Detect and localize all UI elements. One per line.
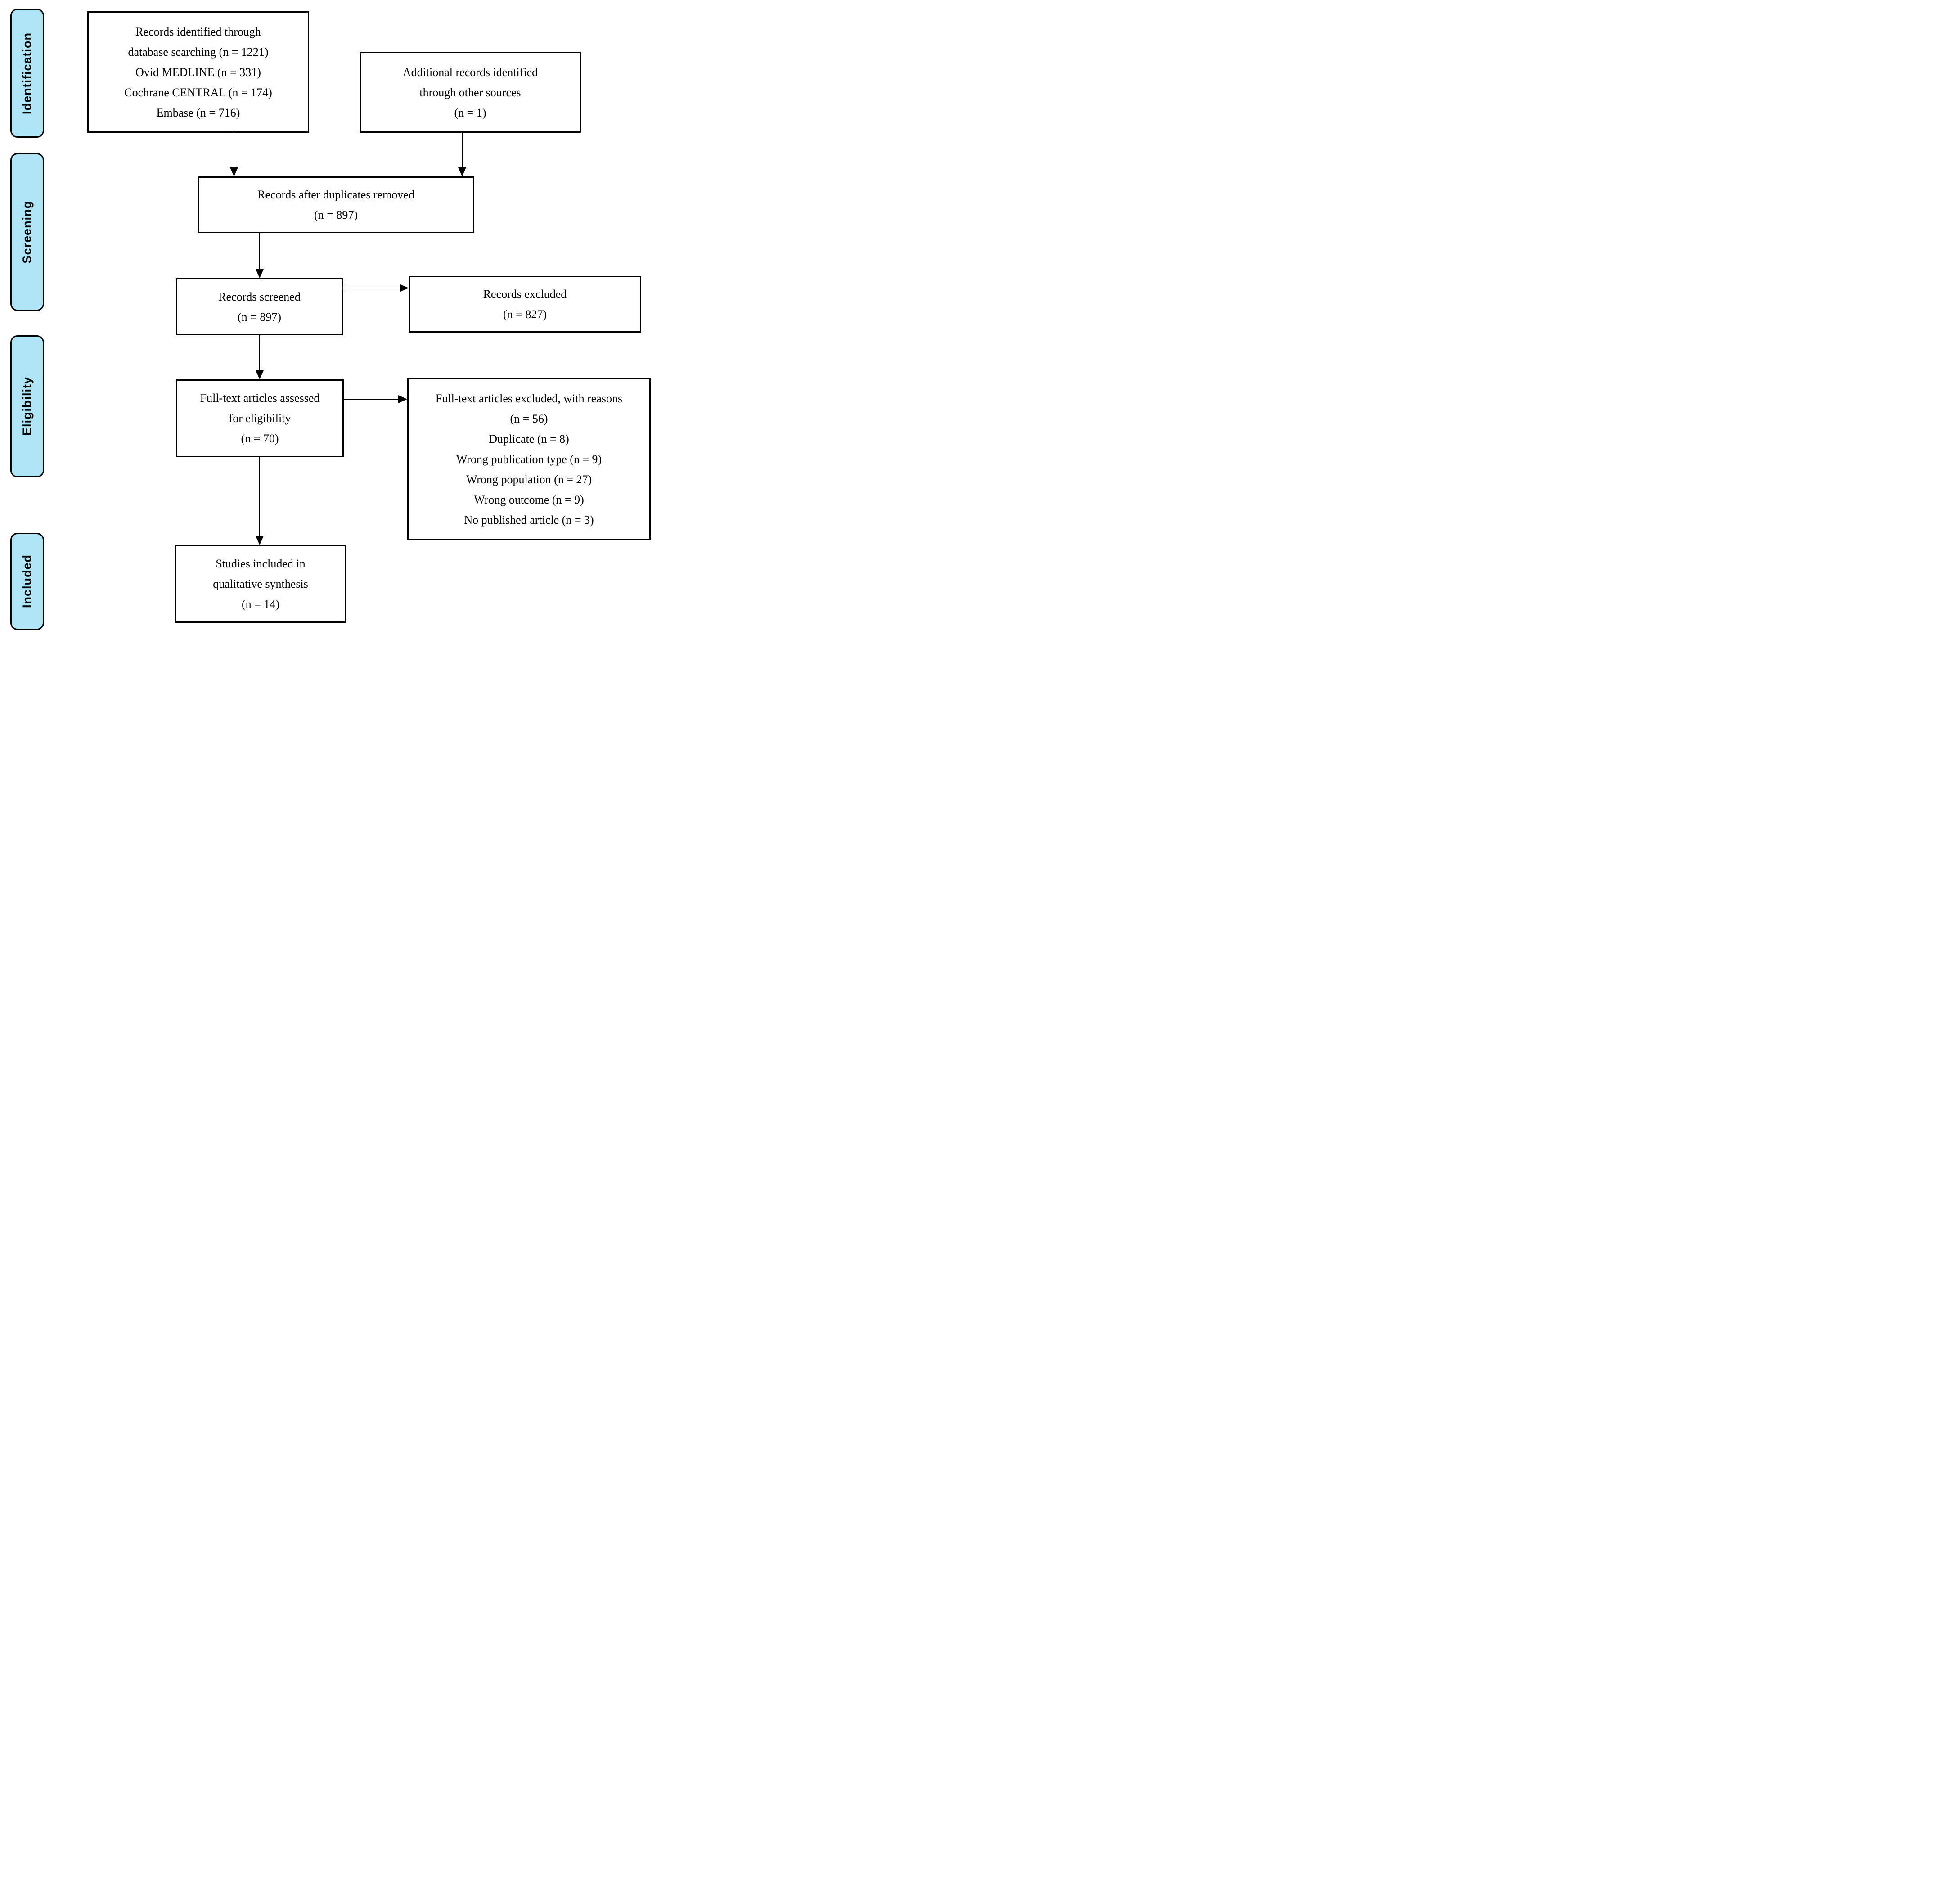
arrow-identified-to-dedup-head [230,167,238,176]
box-additional-records-line: (n = 1) [454,106,486,119]
box-records-excluded: Records excluded (n = 827) [409,276,641,333]
box-fulltext-assessed-line: (n = 70) [241,432,279,445]
stage-identification: Identification [10,9,44,138]
box-records-identified-line: database searching (n = 1221) [128,45,269,59]
arrow-dedup-to-screened-line [259,233,260,270]
arrow-screened-to-fulltext-line [259,335,260,370]
arrow-fulltext-to-reasons-head [398,395,407,403]
box-fulltext-excluded-line: No published article (n = 3) [464,513,594,527]
prisma-flow-diagram: Identification Screening Eligibility Inc… [0,0,652,635]
box-studies-included: Studies included in qualitative synthesi… [175,545,346,623]
box-additional-records-line: Additional records identified [402,65,538,79]
box-fulltext-excluded-line: Wrong outcome (n = 9) [474,493,584,506]
box-fulltext-excluded-line: Full-text articles excluded, with reason… [435,392,623,405]
box-fulltext-excluded-line: Duplicate (n = 8) [489,432,569,446]
box-fulltext-excluded-line: Wrong population (n = 27) [466,473,592,486]
box-fulltext-assessed: Full-text articles assessed for eligibil… [176,379,344,457]
arrow-additional-to-dedup-line [462,133,463,169]
box-records-identified-line: Embase (n = 716) [156,106,240,119]
stage-included-label: Included [20,554,34,608]
arrow-screened-to-fulltext-head [256,370,264,379]
box-duplicates-removed-line: (n = 897) [314,208,358,221]
box-fulltext-assessed-line: Full-text articles assessed [200,392,320,405]
arrow-fulltext-to-included-head [256,536,264,545]
box-studies-included-line: Studies included in [216,557,306,570]
stage-identification-label: Identification [20,32,34,114]
box-fulltext-excluded-line: Wrong publication type (n = 9) [456,452,602,466]
box-records-screened-line: Records screened [218,290,301,303]
arrow-fulltext-to-included-line [259,457,260,536]
stage-screening: Screening [10,153,44,311]
box-additional-records: Additional records identified through ot… [360,52,581,133]
box-studies-included-line: (n = 14) [242,598,279,611]
box-records-identified: Records identified through database sear… [87,11,309,133]
box-records-identified-line: Records identified through [135,25,261,38]
box-fulltext-excluded: Full-text articles excluded, with reason… [407,378,651,540]
arrow-screened-to-excluded-head [400,284,409,292]
stage-screening-label: Screening [20,200,34,264]
box-records-excluded-line: (n = 827) [503,308,547,321]
box-records-excluded-line: Records excluded [483,288,567,301]
box-studies-included-line: qualitative synthesis [213,577,308,590]
arrow-dedup-to-screened-head [256,269,264,278]
stage-included: Included [10,533,44,630]
box-records-identified-line: Cochrane CENTRAL (n = 174) [124,86,272,99]
box-fulltext-assessed-line: for eligibility [229,412,291,425]
box-records-identified-line: Ovid MEDLINE (n = 331) [135,65,261,79]
box-additional-records-line: through other sources [419,86,521,99]
box-records-screened-line: (n = 897) [238,310,281,324]
stage-eligibility: Eligibility [10,335,44,477]
box-duplicates-removed-line: Records after duplicates removed [257,188,414,201]
box-fulltext-excluded-line: (n = 56) [510,412,548,425]
arrow-fulltext-to-reasons-line [344,399,398,400]
box-records-screened: Records screened (n = 897) [176,278,343,335]
arrow-additional-to-dedup-head [458,167,466,176]
stage-eligibility-label: Eligibility [20,377,34,436]
box-duplicates-removed: Records after duplicates removed (n = 89… [198,176,474,233]
